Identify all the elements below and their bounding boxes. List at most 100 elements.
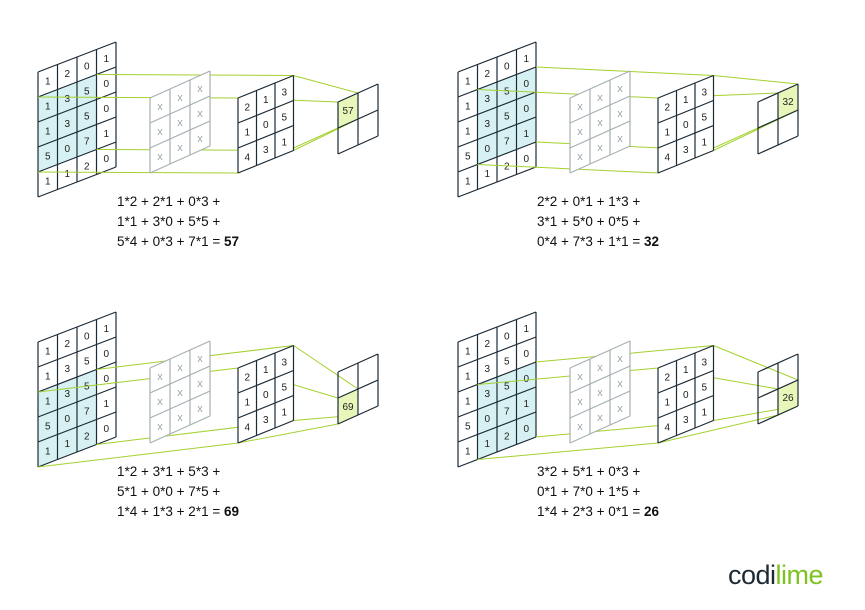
- equation-block: 1*2 + 2*1 + 0*3 +1*1 + 3*0 + 5*5 +5*4 + …: [117, 192, 239, 252]
- kernel-grid-line: [149, 390, 211, 419]
- equation-block: 1*2 + 3*1 + 5*3 +5*1 + 0*0 + 7*5 +1*4 + …: [117, 462, 239, 522]
- kernel-x-symbol: x: [617, 403, 623, 415]
- input-cell-value: 2: [504, 431, 510, 442]
- kernel-values-background: [238, 75, 294, 173]
- kernel-cell-value: 1: [683, 95, 689, 106]
- kernel-x-symbol: x: [177, 142, 183, 154]
- connector-line: [37, 171, 239, 174]
- kernel-x-symbol: x: [597, 142, 603, 154]
- equation-line: 5*4 + 0*3 + 7*1 = 57: [117, 234, 239, 249]
- kernel-x-symbol: x: [577, 126, 583, 138]
- kernel-cell-value: 1: [244, 127, 250, 138]
- input-cell-value: 1: [103, 324, 109, 335]
- kernel-x-symbol: x: [197, 83, 203, 95]
- input-cell-value: 0: [523, 79, 529, 90]
- input-cell-value: 2: [64, 69, 70, 80]
- kernel-values-grid-line: [237, 419, 294, 444]
- equation-line: 1*2 + 2*1 + 0*3 +: [117, 194, 221, 209]
- input-cell-value: 1: [484, 169, 490, 180]
- kernel-grid-line: [149, 365, 211, 394]
- logo-text-dark: codi: [728, 560, 776, 590]
- input-cell-value: 0: [64, 144, 70, 155]
- input-cell-value: 0: [504, 61, 510, 72]
- kernel-values-grid-line: [237, 369, 294, 394]
- kernel-x-symbol: x: [177, 387, 183, 399]
- output-cell-highlight: [778, 84, 798, 119]
- input-cell-value: 7: [84, 136, 90, 147]
- kernel-x-symbol: x: [597, 117, 603, 129]
- kernel-x-symbol: x: [597, 412, 603, 424]
- input-cell-value: 1: [103, 399, 109, 410]
- equation-line: 2*2 + 0*1 + 1*3 +: [537, 194, 641, 209]
- input-cell-value: 0: [103, 154, 109, 165]
- kernel-values-grid-line: [237, 74, 294, 99]
- input-cell-value: 0: [84, 331, 90, 342]
- kernel-cell-value: 5: [701, 112, 707, 123]
- kernel-grid-line: [149, 120, 211, 149]
- kernel-background: [150, 71, 210, 173]
- kernel-values-grid-line: [657, 344, 714, 369]
- input-cell-value: 1: [523, 54, 529, 65]
- input-cell-value: 1: [523, 324, 529, 335]
- input-cell-value: 1: [45, 396, 51, 407]
- kernel-values-background: [238, 345, 294, 443]
- input-cell-value: 5: [45, 421, 51, 432]
- kernel-grid-line: [149, 145, 211, 174]
- kernel-x-symbol: x: [157, 151, 163, 163]
- equation-line: 1*4 + 2*3 + 0*1 = 26: [537, 504, 659, 519]
- kernel-grid-line: [569, 365, 631, 394]
- input-cell-value: 0: [504, 331, 510, 342]
- kernel-background: [570, 341, 630, 443]
- kernel-grid-line: [569, 70, 631, 99]
- kernel-values-grid-line: [657, 369, 714, 394]
- kernel-x-symbol: x: [577, 396, 583, 408]
- equation-result: 69: [223, 504, 239, 519]
- kernel-cell-value: 1: [701, 137, 707, 148]
- input-cell-value: 3: [484, 119, 490, 130]
- equation-result: 57: [223, 234, 239, 249]
- output-result-value: 26: [782, 393, 794, 404]
- input-cell-value: 3: [64, 94, 70, 105]
- input-cell-value: 3: [484, 389, 490, 400]
- kernel-cell-value: 3: [701, 357, 707, 368]
- input-cell-value: 5: [45, 151, 51, 162]
- input-cell-value: 5: [504, 111, 510, 122]
- input-window-highlight: [38, 369, 97, 467]
- kernel-cell-value: 2: [664, 102, 670, 113]
- input-cell-value: 2: [484, 339, 490, 350]
- equation-line: 1*4 + 1*3 + 2*1 = 69: [117, 504, 239, 519]
- connector-line: [37, 442, 239, 468]
- input-cell-value: 0: [523, 349, 529, 360]
- kernel-x-symbol: x: [197, 353, 203, 365]
- kernel-values-grid-line: [237, 124, 294, 149]
- input-cell-value: 0: [84, 61, 90, 72]
- input-cell-value: 2: [504, 161, 510, 172]
- kernel-grid-line: [149, 340, 211, 369]
- kernel-x-symbol: x: [157, 421, 163, 433]
- input-cell-value: 5: [504, 381, 510, 392]
- input-cell-value: 0: [103, 104, 109, 115]
- input-cell-value: 1: [465, 346, 471, 357]
- kernel-cell-value: 2: [244, 372, 250, 383]
- input-window-highlight: [38, 74, 97, 172]
- output-result-value: 32: [782, 97, 794, 108]
- connector-line: [535, 66, 714, 76]
- kernel-x-symbol: x: [197, 108, 203, 120]
- input-window-highlight: [477, 362, 536, 460]
- input-cell-value: 0: [523, 154, 529, 165]
- connector-line: [713, 345, 799, 381]
- kernel-cell-value: 1: [664, 397, 670, 408]
- kernel-x-symbol: x: [177, 362, 183, 374]
- codilime-logo: codilime: [728, 560, 824, 591]
- connector-line: [477, 164, 659, 174]
- kernel-x-symbol: x: [197, 378, 203, 390]
- input-cell-value: 2: [84, 431, 90, 442]
- kernel-cell-value: 1: [281, 137, 287, 148]
- kernel-values-grid-line: [657, 74, 714, 99]
- equation-block: 2*2 + 0*1 + 1*3 +3*1 + 5*0 + 0*5 +0*4 + …: [537, 192, 659, 252]
- input-cell-value: 1: [465, 101, 471, 112]
- input-cell-value: 1: [523, 129, 529, 140]
- input-cell-value: 7: [504, 136, 510, 147]
